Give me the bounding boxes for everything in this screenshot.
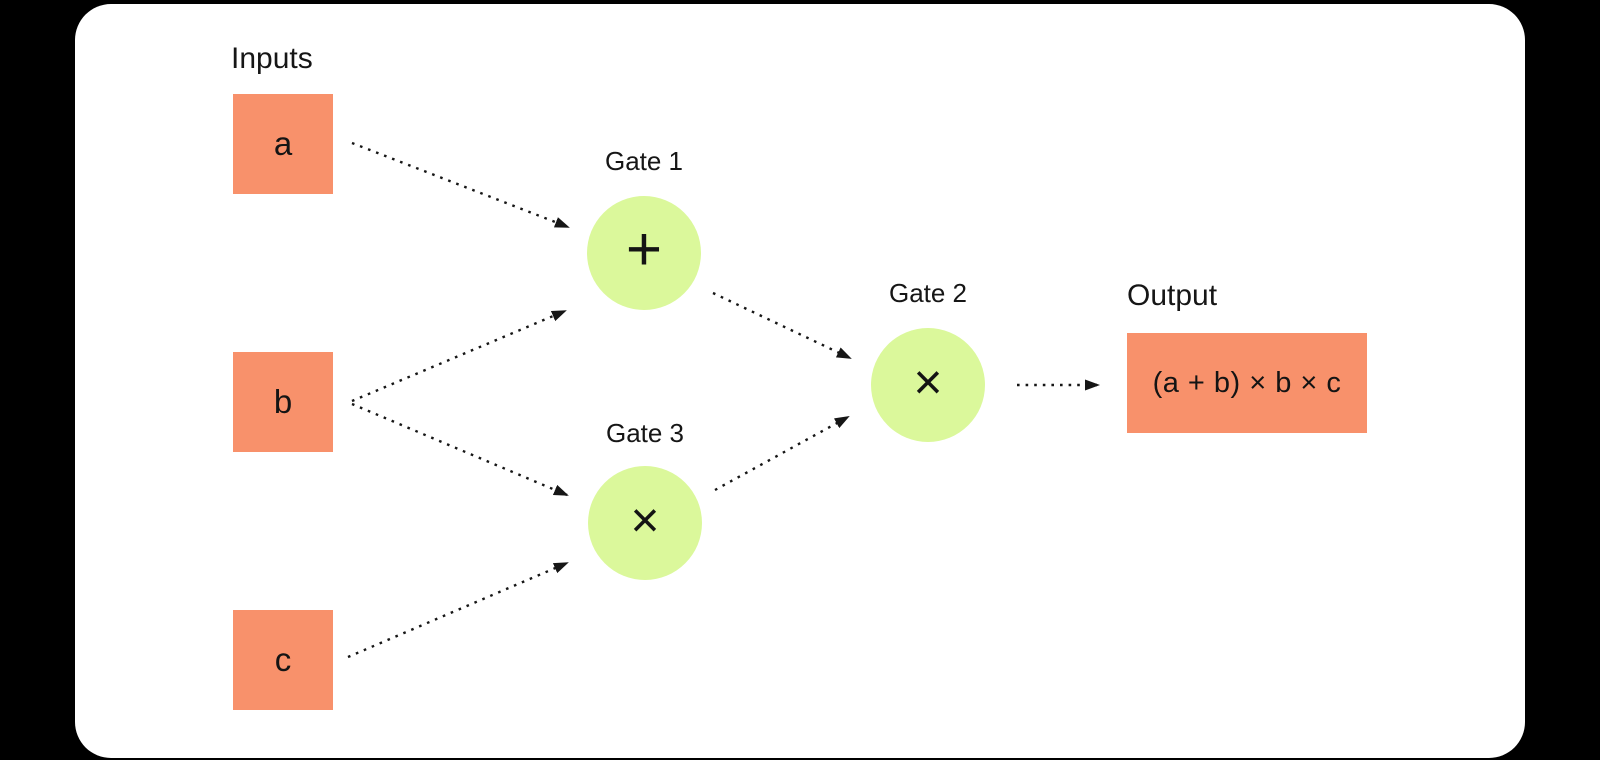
input-node-c-label: c — [274, 641, 292, 678]
plus-operator-icon: + — [625, 215, 663, 284]
gate3-node: × — [588, 466, 702, 580]
input-node-b-label: b — [273, 383, 293, 420]
input-node-c: c — [233, 610, 333, 710]
input-node-a: a — [233, 94, 333, 194]
multiply-operator-icon: × — [913, 354, 943, 410]
gate1-node: + — [587, 196, 701, 310]
output-expression: (a + b) × b × c — [1152, 366, 1342, 399]
output-section-title: Output — [1127, 279, 1218, 312]
gate1-label: Gate 1 — [604, 146, 684, 176]
inputs-section-title: Inputs — [231, 42, 313, 75]
gate2-label: Gate 2 — [888, 278, 968, 308]
multiply-operator-icon: × — [630, 492, 660, 548]
input-node-b: b — [233, 352, 333, 452]
gate2-node: × — [871, 328, 985, 442]
gate3-label: Gate 3 — [605, 418, 685, 448]
input-node-a-label: a — [273, 125, 293, 162]
output-node: (a + b) × b × c — [1127, 333, 1367, 433]
